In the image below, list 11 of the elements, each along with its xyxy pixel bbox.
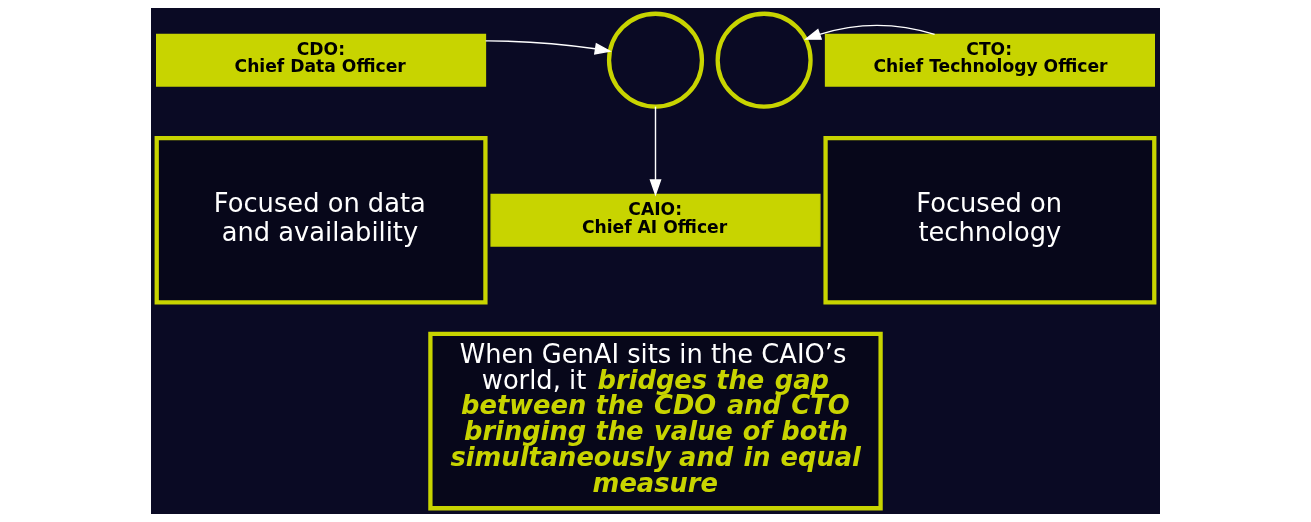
- arrow: [484, 40, 612, 55]
- node-box: When GenAI sits in the CAIO’s world, it bridges the gap between the CDO and CTO bringing the value of both simultaneously and in equal measure: [428, 331, 883, 511]
- node-circle: [715, 11, 813, 109]
- node-box: Focused on technology: [823, 135, 1157, 305]
- node-box: CTO: Chief Technology Officer: [824, 33, 1155, 87]
- arrow: [803, 24, 936, 40]
- node-box: CAIO: Chief AI Officer: [490, 193, 821, 247]
- arrow: [649, 105, 662, 197]
- node-box: Focused on data and availability: [154, 135, 488, 305]
- node-circle: [606, 11, 705, 109]
- node-box: CDO: Chief Data Officer: [156, 33, 487, 87]
